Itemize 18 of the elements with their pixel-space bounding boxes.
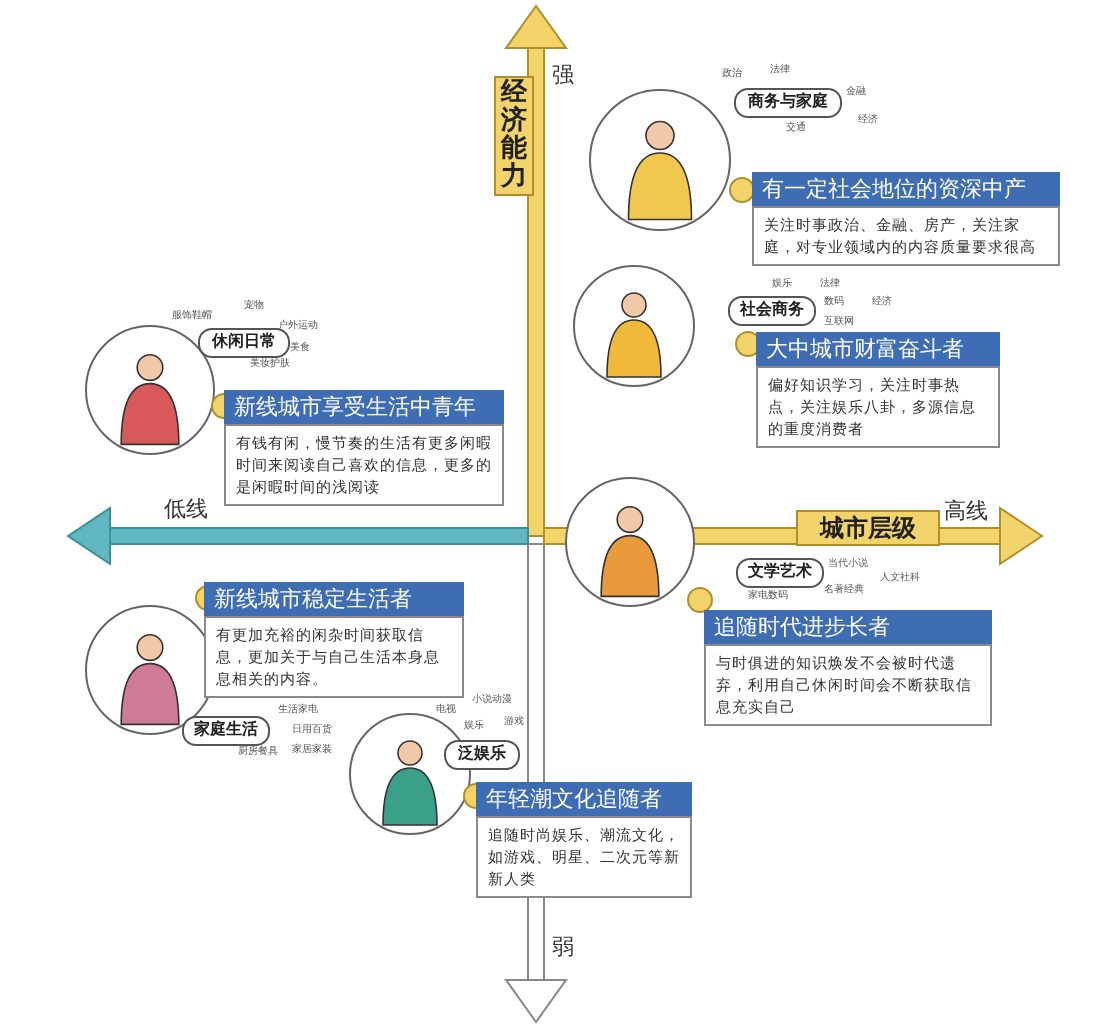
card-title: 新线城市享受生活中青年	[224, 390, 504, 424]
card-title: 有一定社会地位的资深中产	[752, 172, 1060, 206]
card-title: 大中城市财富奋斗者	[756, 332, 1000, 366]
axis-title-box: 经济能力	[494, 76, 534, 196]
card-title: 新线城市稳定生活者	[204, 582, 464, 616]
card-title: 年轻潮文化追随者	[476, 782, 692, 816]
tag-pill: 休闲日常	[198, 328, 290, 358]
axis-label: 低线	[164, 494, 208, 524]
axis-label: 弱	[552, 932, 574, 962]
axis-label: 高线	[944, 496, 988, 526]
tag-pill: 泛娱乐	[444, 740, 520, 770]
tag-pill: 家庭生活	[182, 716, 270, 746]
tag-pill: 商务与家庭	[734, 88, 842, 118]
tag-pill: 文学艺术	[736, 558, 824, 588]
axis-title-box: 城市层级	[796, 510, 940, 546]
axis-label: 强	[552, 60, 574, 90]
card-title: 追随时代进步长者	[704, 610, 992, 644]
tag-pill: 社会商务	[728, 296, 816, 326]
